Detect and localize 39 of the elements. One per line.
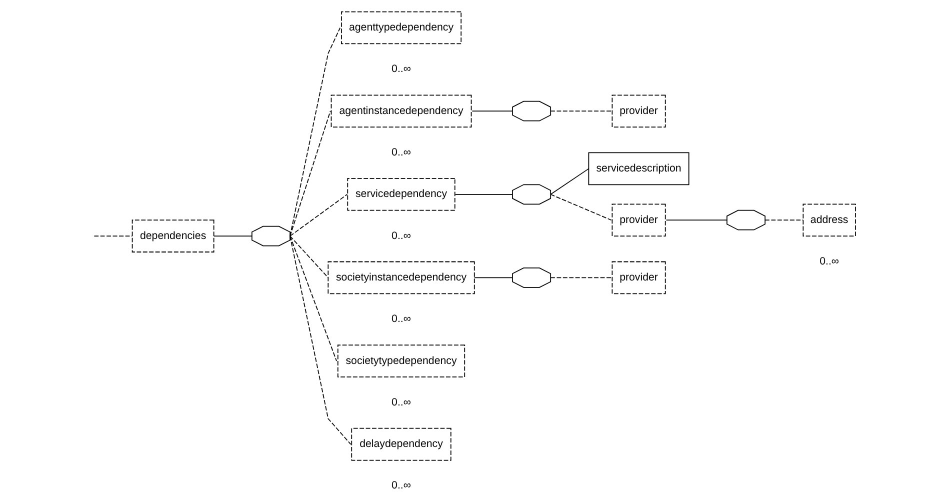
- node-label: 0..∞: [392, 480, 411, 492]
- node-box: provider: [612, 261, 666, 294]
- node-label: 0..∞: [392, 313, 411, 326]
- connector: [290, 110, 331, 236]
- node-label: 0..∞: [392, 396, 411, 408]
- connector: [550, 277, 612, 278]
- node-box: provider: [612, 94, 666, 128]
- node-box: provider: [612, 204, 666, 236]
- connector: [666, 220, 728, 221]
- connector: [290, 27, 341, 236]
- node-octagon: [726, 210, 766, 230]
- node-box: societytypedependency: [337, 344, 466, 378]
- node-label: 0..∞: [392, 230, 411, 242]
- node-box: agenttypedependency: [341, 11, 462, 44]
- node-box: servicedependency: [347, 178, 456, 211]
- node-box: delaydependency: [351, 428, 452, 461]
- connector: [550, 194, 612, 221]
- connector: [472, 110, 513, 112]
- connector: [454, 194, 513, 195]
- connector: [474, 277, 513, 278]
- node-box: address: [802, 204, 856, 236]
- node-label: 0..∞: [392, 146, 411, 158]
- connector: [290, 236, 352, 445]
- connector: [550, 168, 590, 195]
- node-octagon: [512, 268, 552, 288]
- connector: [290, 236, 337, 362]
- node-octagon: [512, 184, 552, 205]
- node-box: servicedescription: [588, 152, 690, 186]
- node-octagon: [512, 100, 552, 122]
- node-label: 0..∞: [820, 255, 840, 268]
- connector: [764, 220, 804, 221]
- connector: [290, 236, 329, 278]
- node-box: societyinstancedependency: [328, 261, 475, 294]
- node-label: 0..∞: [392, 63, 411, 76]
- connector: [290, 194, 348, 236]
- connector: [550, 110, 612, 112]
- node-box: dependencies: [132, 220, 214, 252]
- node-octagon: [251, 226, 290, 246]
- node-box: agentinstancedependency: [330, 94, 472, 128]
